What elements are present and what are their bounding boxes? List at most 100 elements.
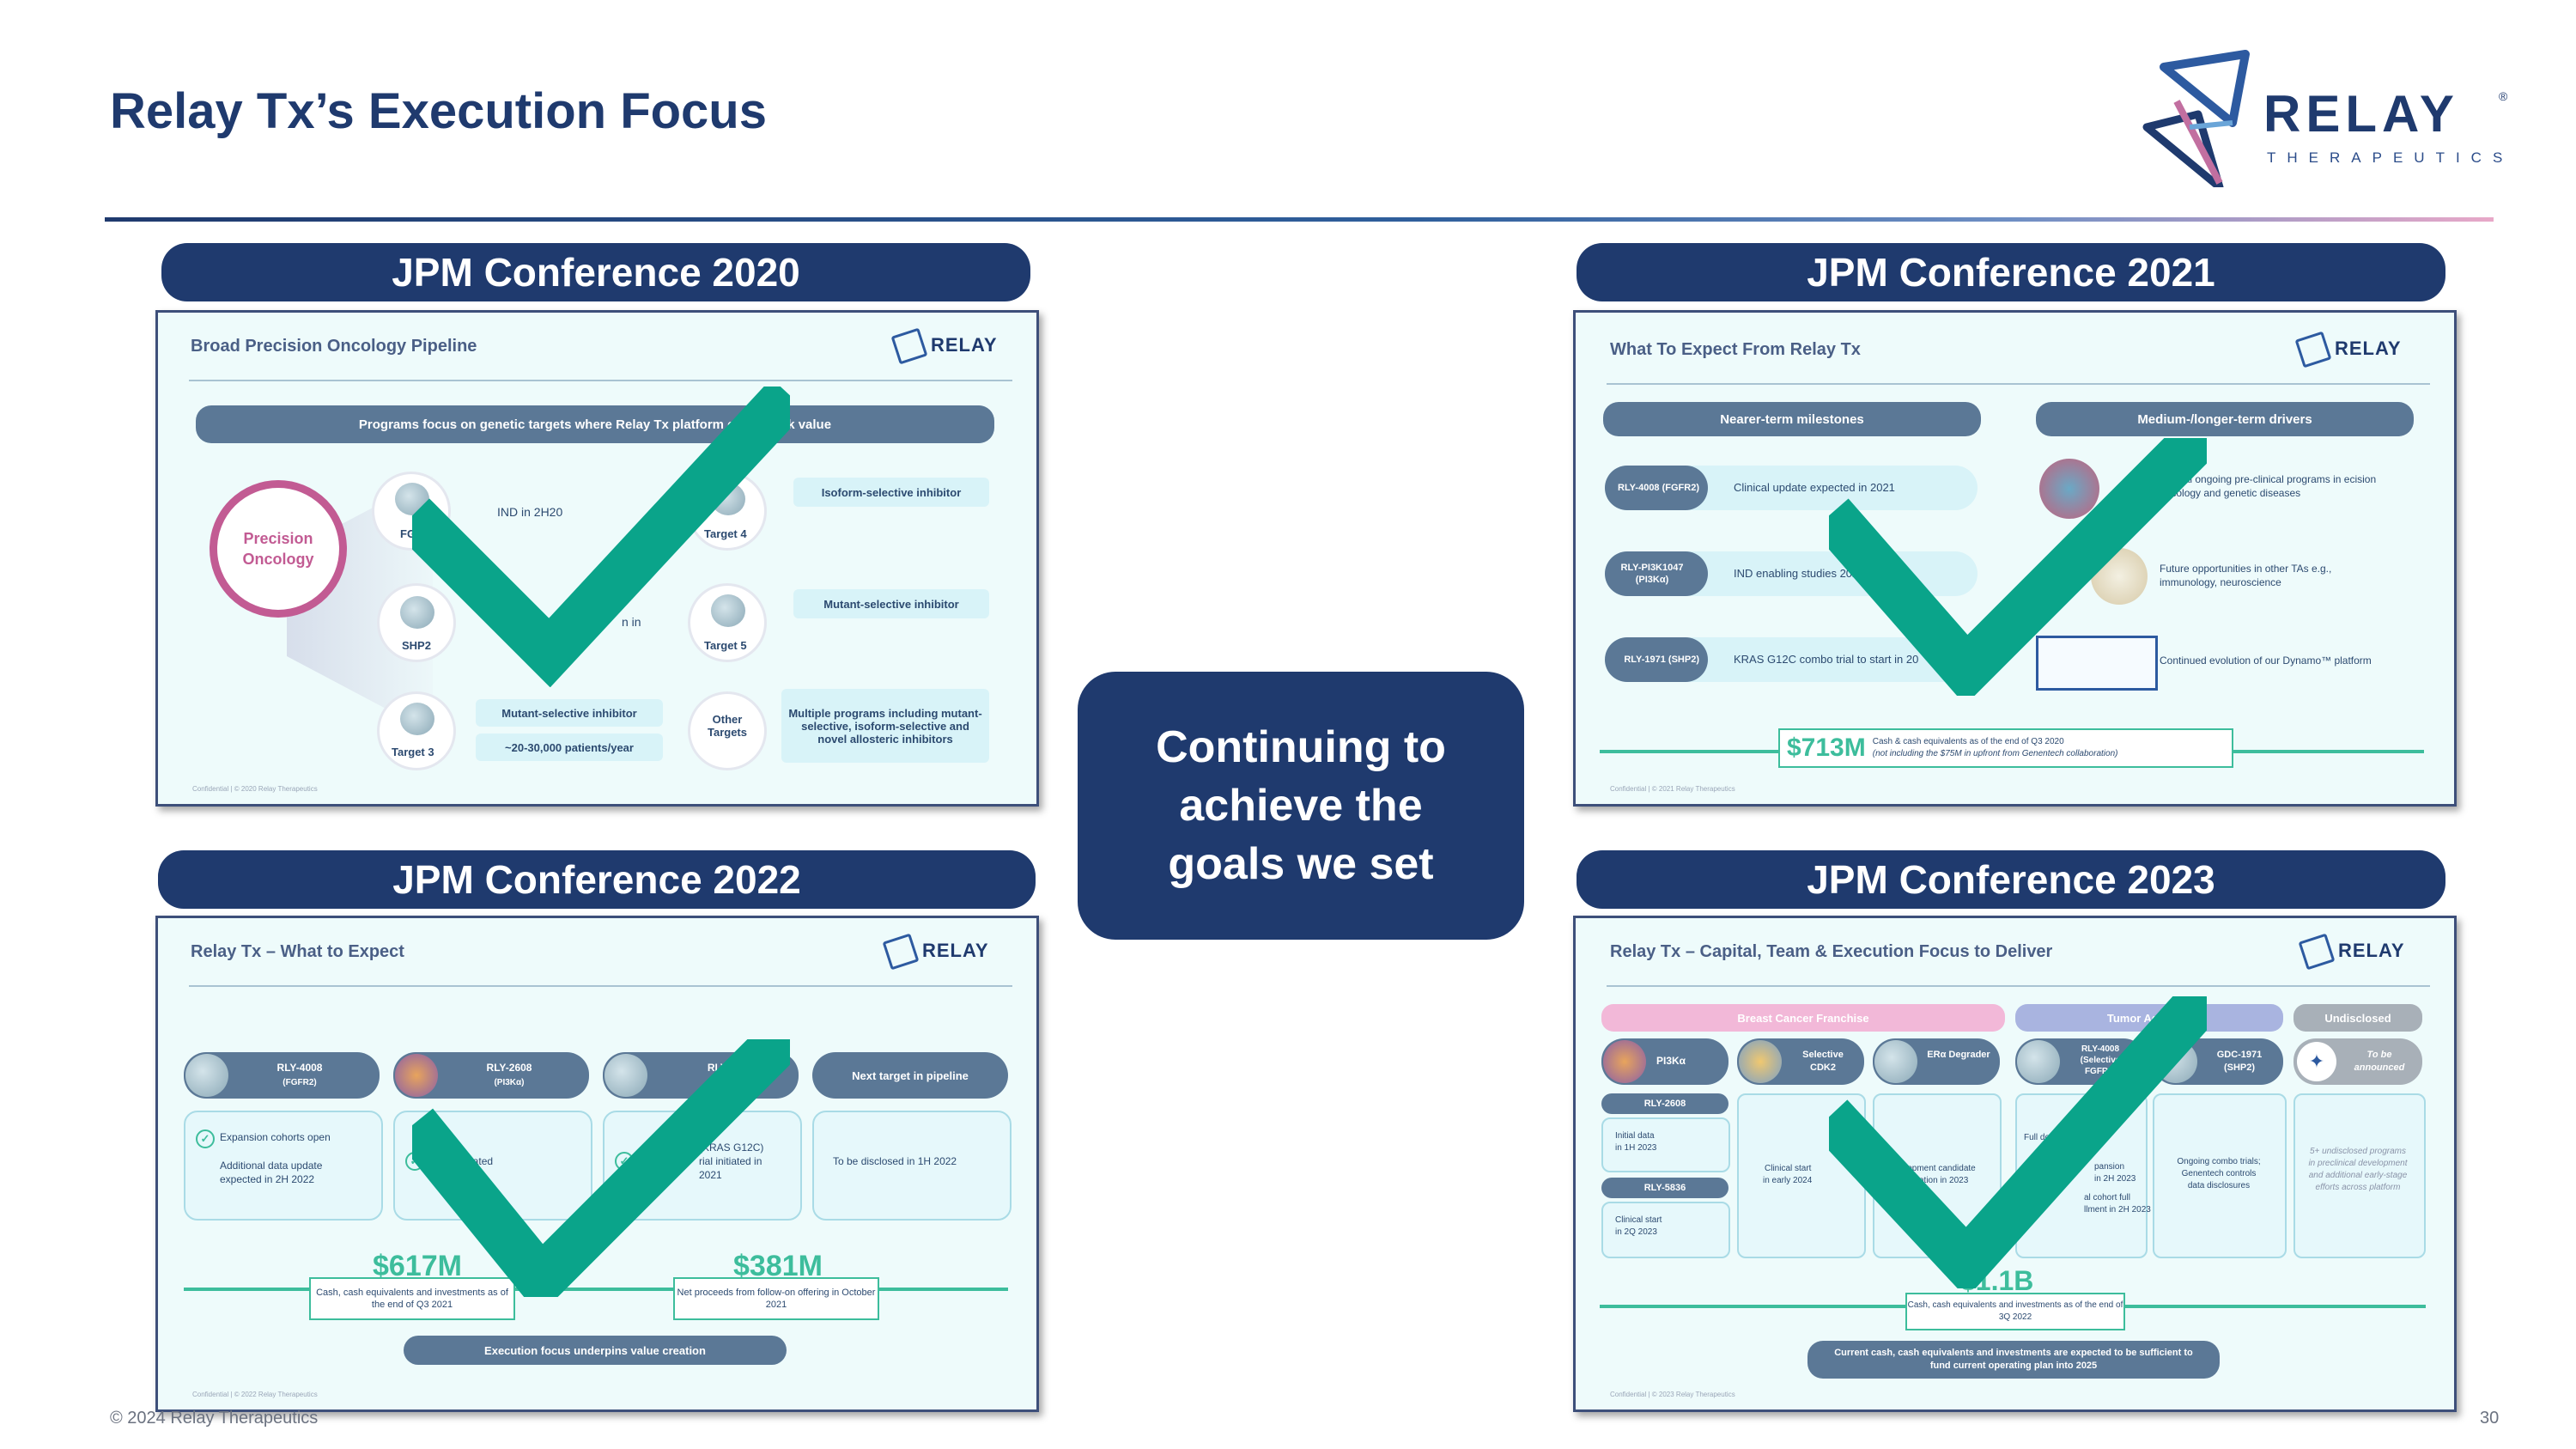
page-number: 30 [2480, 1409, 2500, 1428]
driver-text: Future opportunities in other TAs e.g., … [2160, 563, 2332, 588]
bottom-banner: Current cash, cash equivalents and inves… [1807, 1341, 2220, 1379]
slide-footer: Confidential | © 2023 Relay Therapeutics [1610, 1391, 1735, 1398]
program-tag: PI3Kα [1601, 1038, 1728, 1085]
group-undisclosed: Undisclosed [2293, 1004, 2422, 1032]
check-mark-icon [412, 387, 790, 687]
check-circle-icon: ✓ [196, 1129, 215, 1148]
header-rule [105, 217, 2494, 222]
slide-logo: RELAY [2298, 933, 2405, 971]
target-circle-other [690, 694, 764, 768]
bottom-banner: Execution focus underpins value creation [404, 1336, 787, 1365]
slide-2022: Relay Tx – What to Expect RELAY RLY-4008… [155, 916, 1039, 1412]
compass-icon: ✦ [2297, 1042, 2336, 1081]
program-tag: ERα Degrader [1873, 1038, 2000, 1085]
logo-registered: ® [2499, 89, 2508, 103]
callout: ~20-30,000 patients/year [476, 734, 663, 761]
cash-note: Cash, cash equivalents and investments a… [1905, 1293, 2125, 1330]
relay-logo: RELAY ® THERAPEUTICS [2138, 50, 2516, 187]
driver-text: Continued evolution of our Dynamo™ platf… [2160, 654, 2372, 667]
molecule-icon [711, 594, 745, 627]
slide-title: What To Expect From Relay Tx [1610, 340, 1861, 359]
logo-subtitle: THERAPEUTICS [2267, 149, 2514, 166]
slide-footer: Confidential | © 2022 Relay Therapeutics [192, 1391, 318, 1398]
relay-mark-icon [2298, 933, 2336, 971]
page-title: Relay Tx’s Execution Focus [110, 83, 767, 139]
center-line-2: achieve the [1179, 781, 1423, 831]
molecule-icon [400, 703, 434, 735]
col-header-left: Nearer-term milestones [1603, 402, 1981, 436]
program-card [2153, 1093, 2287, 1258]
slide-rule [189, 985, 1012, 987]
slide-footer: Confidential | © 2020 Relay Therapeutics [192, 785, 318, 793]
center-line-3: goals we set [1168, 839, 1434, 889]
program-tag: ✦ To be announced [2293, 1038, 2422, 1085]
header-jpm-2020: JPM Conference 2020 [161, 243, 1030, 301]
slide-title: Relay Tx – What to Expect [191, 942, 404, 961]
group-breast-cancer: Breast Cancer Franchise [1601, 1004, 2005, 1032]
milestone-row: RLY-1971 (SHP2) KRAS G12C combo trial to… [1605, 637, 1978, 682]
slide-rule [1607, 383, 2430, 385]
program-card [812, 1111, 1012, 1221]
copyright: © 2024 Relay Therapeutics [110, 1409, 319, 1428]
slide-title: Relay Tx – Capital, Team & Execution Foc… [1610, 942, 2053, 961]
callout: Mutant-selective inhibitor [476, 699, 663, 727]
check-mark-icon [412, 1039, 790, 1297]
callout: Mutant-selective inhibitor [793, 589, 989, 618]
target-label: SHP2 [402, 639, 431, 652]
molecule-icon [605, 1054, 647, 1097]
relay-mark-icon [890, 327, 928, 365]
header-jpm-2021: JPM Conference 2021 [1577, 243, 2445, 301]
check-mark-icon [1829, 996, 2207, 1288]
molecule-icon [1874, 1040, 1917, 1083]
callout: Multiple programs including mutant-selec… [781, 689, 989, 763]
driver-text: ditional ongoing pre-clinical programs i… [2160, 473, 2377, 499]
target-label: Target 4 [704, 527, 747, 540]
molecule-icon [2017, 1040, 2060, 1083]
shp2-note: n in [622, 615, 641, 629]
cash-value-2: $381M [730, 1250, 826, 1283]
program-card [184, 1111, 383, 1221]
preclinical-image-icon [2039, 459, 2099, 519]
slide-rule [189, 380, 1012, 381]
molecule-icon [1739, 1040, 1782, 1083]
relay-mark-icon [2294, 331, 2332, 368]
precision-oncology-circle: Precision Oncology [210, 480, 347, 618]
slide-logo: RELAY [882, 933, 989, 971]
relay-logo-mark-icon [2142, 50, 2250, 187]
slide-footer: Confidential | © 2021 Relay Therapeutics [1610, 785, 1735, 793]
center-message: Continuing to achieve the goals we set [1078, 672, 1524, 940]
target-label: Target 5 [704, 639, 747, 652]
program-tag: RLY-2608(PI3Kα) [393, 1052, 589, 1099]
target-label: Other Targets [708, 713, 747, 739]
slide-title: Broad Precision Oncology Pipeline [191, 337, 477, 356]
cash-note-1: Cash, cash equivalents and investments a… [309, 1277, 515, 1320]
sub-tag: RLY-2608 [1601, 1093, 1728, 1114]
molecule-icon [395, 1054, 438, 1097]
cash-box: $713M Cash & cash equivalents as of the … [1778, 728, 2233, 768]
sub-tag: RLY-5836 [1601, 1178, 1728, 1198]
cash-note-2: Net proceeds from follow-on offering in … [673, 1277, 879, 1320]
timeline-line [184, 1288, 1008, 1291]
program-card [1601, 1117, 1730, 1172]
milestone-row: RLY-4008 (FGFR2) Clinical update expecte… [1605, 466, 1978, 510]
check-mark-icon [1829, 438, 2207, 696]
relay-mark-icon [882, 933, 920, 971]
program-card [1601, 1202, 1730, 1258]
program-card [2293, 1093, 2426, 1258]
slide-banner: Programs focus on genetic targets where … [196, 405, 994, 443]
col-header-right: Medium-/longer-term drivers [2036, 402, 2414, 436]
program-card [1737, 1093, 1866, 1258]
molecule-icon [1603, 1040, 1646, 1083]
slide-2021: What To Expect From Relay Tx RELAY Neare… [1573, 310, 2457, 807]
center-line-1: Continuing to [1156, 722, 1446, 772]
slide-rule [1607, 985, 2430, 987]
slide-2020: Broad Precision Oncology Pipeline RELAY … [155, 310, 1039, 807]
logo-word: RELAY [2263, 85, 2459, 143]
precision-oncology-label: Precision Oncology [242, 530, 314, 568]
fgfr-note: IND in 2H20 [497, 505, 563, 519]
program-tag: RLY-4008(FGFR2) [184, 1052, 380, 1099]
slide-logo: RELAY [890, 327, 998, 365]
next-target-tag: Next target in pipeline [812, 1052, 1008, 1099]
header-jpm-2023: JPM Conference 2023 [1577, 850, 2445, 909]
molecule-icon [400, 596, 434, 629]
